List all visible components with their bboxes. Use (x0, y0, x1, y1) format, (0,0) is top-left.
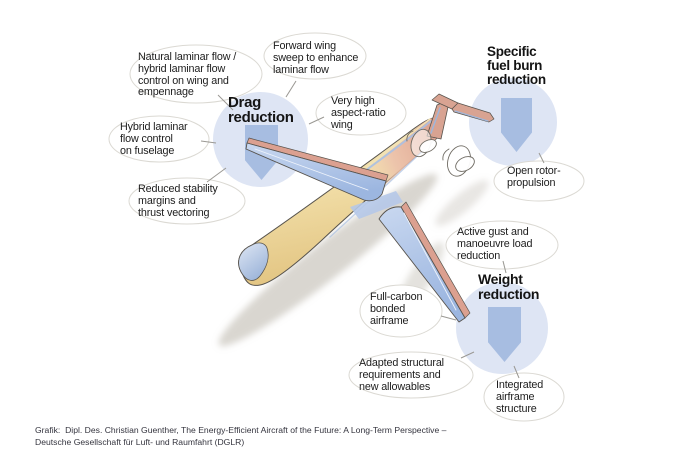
fin-blue-stripe (430, 107, 441, 134)
drag-reduction-title: Drag reduction (228, 94, 294, 126)
engine-nacelle (455, 156, 475, 172)
aircraft-shadow (218, 173, 489, 347)
callout-high-aspect-ratio-wing: Very high aspect-ratio wing (331, 95, 386, 131)
callout-full-carbon-airframe: Full-carbon bonded airframe (370, 291, 423, 327)
rotor-blade-arc (442, 148, 450, 161)
nose-cone (238, 242, 269, 281)
callout-hybrid-laminar-fuselage: Hybrid laminar flow control on fuselage (120, 121, 188, 157)
connector-line (440, 315, 457, 321)
callout-integrated-airframe: Integrated airframe structure (496, 379, 544, 415)
connector-line (206, 167, 227, 183)
wing-root-fairing (350, 191, 403, 219)
weight-reduction-title: Weight reduction (478, 271, 540, 302)
rotor-disc (410, 128, 432, 158)
connector-line (308, 116, 325, 125)
rotor-disc (447, 145, 471, 177)
vertical-fin (426, 100, 449, 140)
stabilizer-left (431, 93, 459, 110)
callout-active-gust-load: Active gust and manoeuvre load reduction (457, 226, 533, 262)
fuel-burn-reduction-title: Specific fuel burn reduction (487, 44, 546, 87)
figure-caption: Grafik: Dipl. Des. Christian Guenther, T… (35, 425, 447, 447)
callout-open-rotor-propulsion: Open rotor- propulsion (507, 165, 561, 189)
callout-forward-wing-sweep: Forward wing sweep to enhance laminar fl… (273, 40, 359, 76)
fuselage-belly-stripe (329, 139, 435, 238)
callout-reduced-stability: Reduced stability margins and thrust vec… (138, 183, 218, 219)
rotor-blade-arc (406, 130, 414, 142)
engine-nacelle (419, 139, 437, 153)
callout-adapted-structural: Adapted structural requirements and new … (359, 357, 444, 393)
callout-natural-laminar-flow: Natural laminar flow / hybrid laminar fl… (138, 51, 237, 99)
open-rotor-engines (406, 128, 475, 177)
